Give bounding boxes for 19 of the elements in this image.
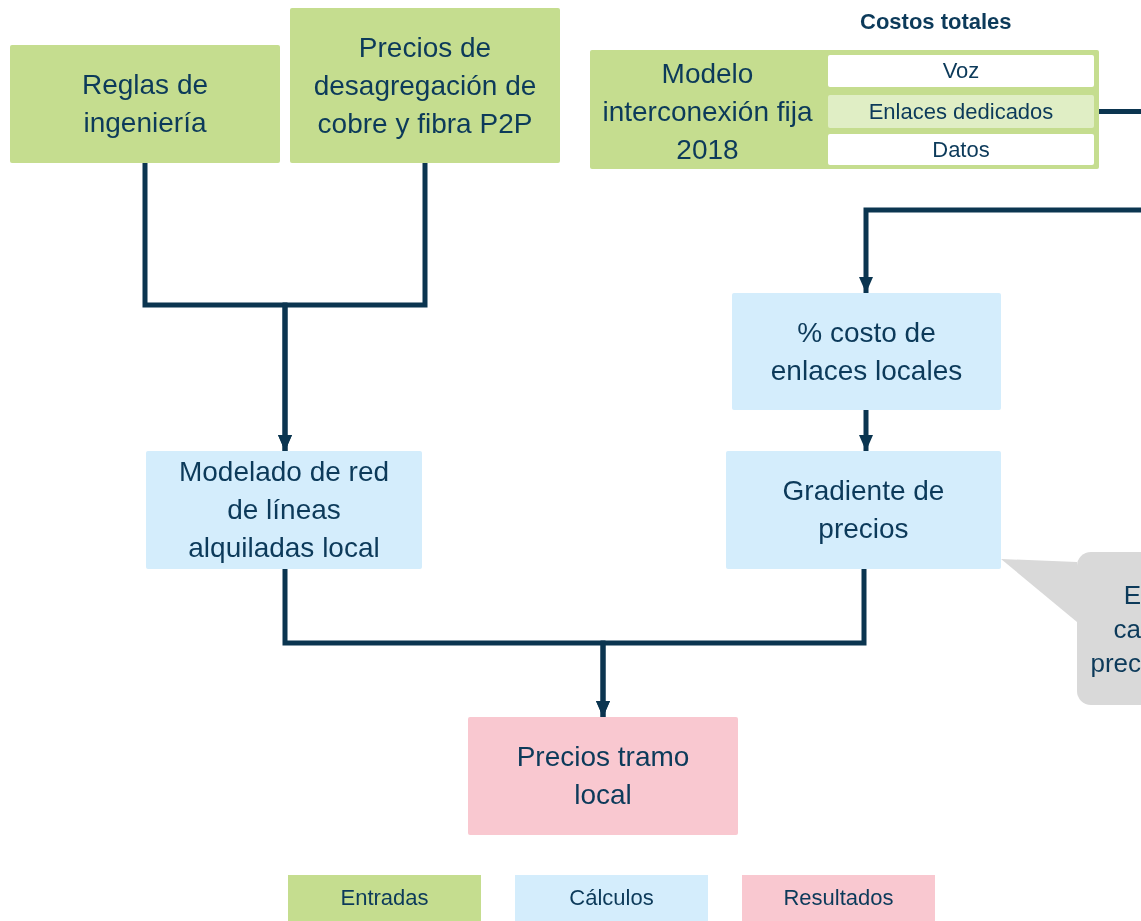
process-box: % costo de enlaces locales xyxy=(732,293,1001,410)
legend-swatch: Resultados xyxy=(742,875,935,921)
callout-pointer xyxy=(1001,559,1077,622)
table-cell: Voz xyxy=(828,55,1094,87)
arrow xyxy=(859,410,873,451)
process-box: Gradiente de precios xyxy=(726,451,1001,569)
process-box: Reglas de ingeniería xyxy=(10,45,280,163)
legend-swatch: Cálculos xyxy=(515,875,708,921)
table-cell: Datos xyxy=(828,134,1094,165)
node-label: Modelo interconexión fija 2018 xyxy=(601,57,814,167)
process-box: Precios tramo local xyxy=(468,717,738,835)
legend-swatch: Entradas xyxy=(288,875,481,921)
process-box: Precios de desagregación de cobre y fibra P2P xyxy=(290,8,560,163)
table-cell: Enlaces dedicados xyxy=(828,95,1094,128)
process-box: Modelado de red de líneas alquiladas local xyxy=(146,451,422,569)
arrow xyxy=(859,109,1141,293)
arrow xyxy=(278,163,428,451)
table-heading: Costos totales xyxy=(860,9,1012,35)
arrow xyxy=(596,569,867,717)
